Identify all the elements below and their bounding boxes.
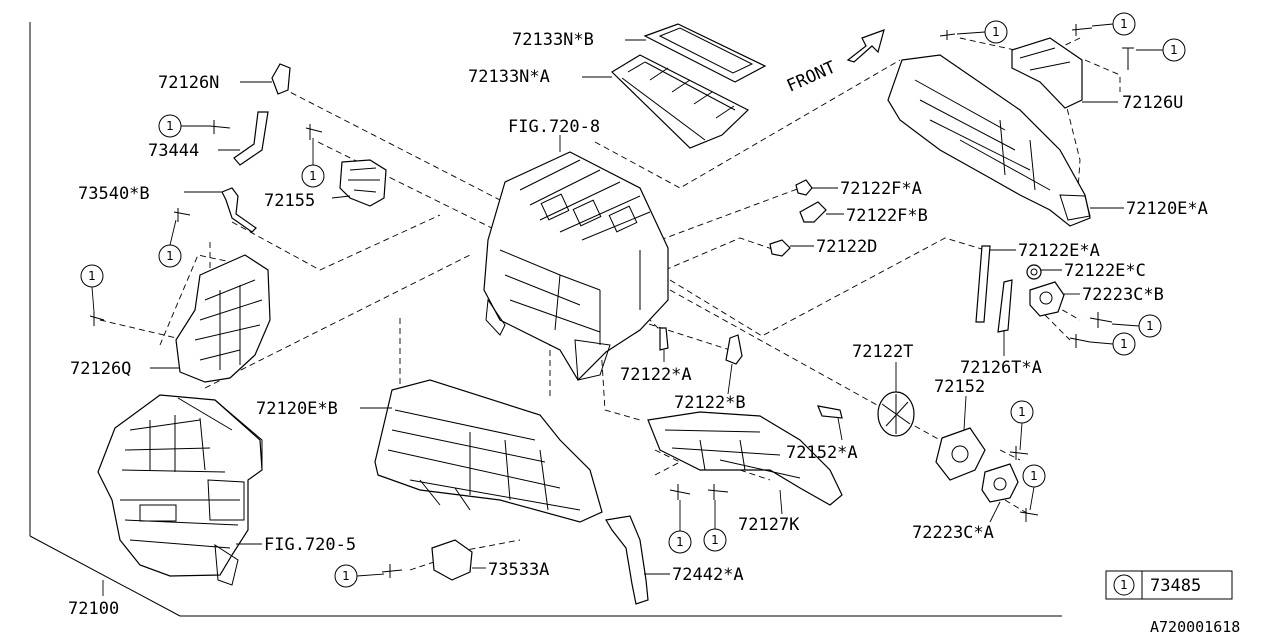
part-72133n-b-sketch [643, 23, 767, 83]
legend-part-number: 73485 [1150, 576, 1201, 596]
part-73533a-sketch [431, 539, 486, 581]
label-72133n-b: 72133N*B [512, 30, 594, 50]
callout-circle: 1 [703, 528, 727, 552]
part-72126n-sketch [240, 63, 291, 95]
label-73533a: 73533A [488, 560, 549, 580]
callout-circle: 1 [1112, 12, 1136, 36]
part-72133n-a-sketch [611, 54, 750, 149]
callout-circle: 1 [1138, 314, 1162, 338]
figure-code: A720001618 [1150, 618, 1240, 636]
svg-text:1: 1 [676, 535, 684, 549]
part-72122-b-sketch [725, 334, 743, 395]
label-fig720-8: FIG.720-8 [508, 117, 600, 137]
part-72100-sketch [97, 394, 263, 586]
label-72122-b: 72122*B [674, 393, 746, 413]
part-72152-sketch [935, 395, 986, 481]
callout-circle: 1 [1162, 38, 1186, 62]
part-72122e-c-sketch [1026, 264, 1062, 280]
callout-circle: 1 [1112, 332, 1136, 356]
legend-symbol: 1 [1120, 578, 1128, 592]
callout-circle: 1 [334, 564, 358, 588]
label-front: FRONT [784, 57, 839, 96]
part-72122d-sketch [769, 239, 814, 257]
part-72122f-a-sketch [795, 179, 838, 196]
part-72126u-sketch [1011, 37, 1118, 109]
callout-circles: 1 1 1 1 1 1 1 1 1 1 1 1 1 1 [80, 12, 1186, 588]
part-72122t-sketch [877, 362, 915, 437]
label-fig720-5: FIG.720-5 [264, 535, 356, 555]
svg-text:1: 1 [1170, 43, 1178, 57]
label-72120e-b: 72120E*B [256, 399, 338, 419]
label-72122d: 72122D [816, 237, 877, 257]
callout-circle: 1 [1010, 400, 1034, 424]
base-frame [29, 22, 1062, 617]
svg-text:1: 1 [1030, 469, 1038, 483]
label-72442-a: 72442*A [672, 565, 744, 585]
part-72127k-sketch [647, 411, 843, 515]
legend-box: 1 73485 [1105, 570, 1233, 600]
part-72122-a-sketch [659, 327, 669, 362]
label-72122t: 72122T [852, 342, 913, 362]
part-72126t-a-sketch [997, 279, 1013, 356]
label-72122e-c: 72122E*C [1064, 261, 1146, 281]
svg-text:1: 1 [342, 569, 350, 583]
svg-text:1: 1 [309, 169, 317, 183]
part-72223c-b-sketch [1029, 281, 1080, 317]
label-72122f-a: 72122F*A [840, 179, 922, 199]
part-72120e-a-sketch [887, 54, 1124, 227]
part-72120e-b-sketch [360, 379, 603, 523]
label-72133n-a: 72133N*A [468, 67, 550, 87]
label-72126n: 72126N [158, 73, 219, 93]
svg-text:1: 1 [1120, 17, 1128, 31]
part-73444-sketch [218, 111, 269, 166]
hvac-case-sketch [483, 135, 669, 381]
svg-text:1: 1 [992, 25, 1000, 39]
part-72126q-sketch [150, 254, 271, 383]
label-72126q: 72126Q [70, 359, 131, 379]
part-72122f-b-sketch [799, 201, 844, 223]
label-72126u: 72126U [1122, 93, 1183, 113]
front-arrow-icon [846, 29, 885, 63]
part-72122e-a-sketch [975, 245, 1016, 323]
part-72442-a-sketch [605, 515, 670, 605]
callout-circle: 1 [668, 530, 692, 554]
svg-text:1: 1 [88, 269, 96, 283]
label-73540-b: 73540*B [78, 184, 150, 204]
assembly-guide-lines [99, 37, 1121, 571]
screws [89, 24, 1134, 578]
label-72223c-a: 72223C*A [912, 523, 994, 543]
svg-text:1: 1 [1146, 319, 1154, 333]
label-72120e-a: 72120E*A [1126, 199, 1208, 219]
callout-circle: 1 [301, 164, 325, 188]
callout-circle: 1 [158, 114, 182, 138]
svg-text:1: 1 [166, 119, 174, 133]
svg-text:1: 1 [166, 249, 174, 263]
svg-text:1: 1 [711, 533, 719, 547]
label-72100: 72100 [68, 599, 119, 619]
label-72122e-a: 72122E*A [1018, 241, 1100, 261]
label-72152-a: 72152*A [786, 443, 858, 463]
label-72152: 72152 [934, 377, 985, 397]
callout-circle: 1 [1022, 464, 1046, 488]
label-72223c-b: 72223C*B [1082, 285, 1164, 305]
label-72155: 72155 [264, 191, 315, 211]
label-73444: 73444 [148, 141, 199, 161]
part-72155-sketch [331, 159, 387, 207]
label-72126t-a: 72126T*A [960, 358, 1042, 378]
svg-text:1: 1 [1018, 405, 1026, 419]
callout-circle: 1 [158, 244, 182, 268]
label-72122-a: 72122*A [620, 365, 692, 385]
callout-circle: 1 [80, 264, 104, 288]
part-72152-a-sketch [817, 405, 843, 441]
part-73540-b-sketch [184, 187, 257, 233]
part-72223c-a-sketch [981, 463, 1019, 523]
callout-circle: 1 [984, 20, 1008, 44]
label-72122f-b: 72122F*B [846, 206, 928, 226]
svg-text:1: 1 [1120, 337, 1128, 351]
label-72127k: 72127K [738, 515, 800, 535]
